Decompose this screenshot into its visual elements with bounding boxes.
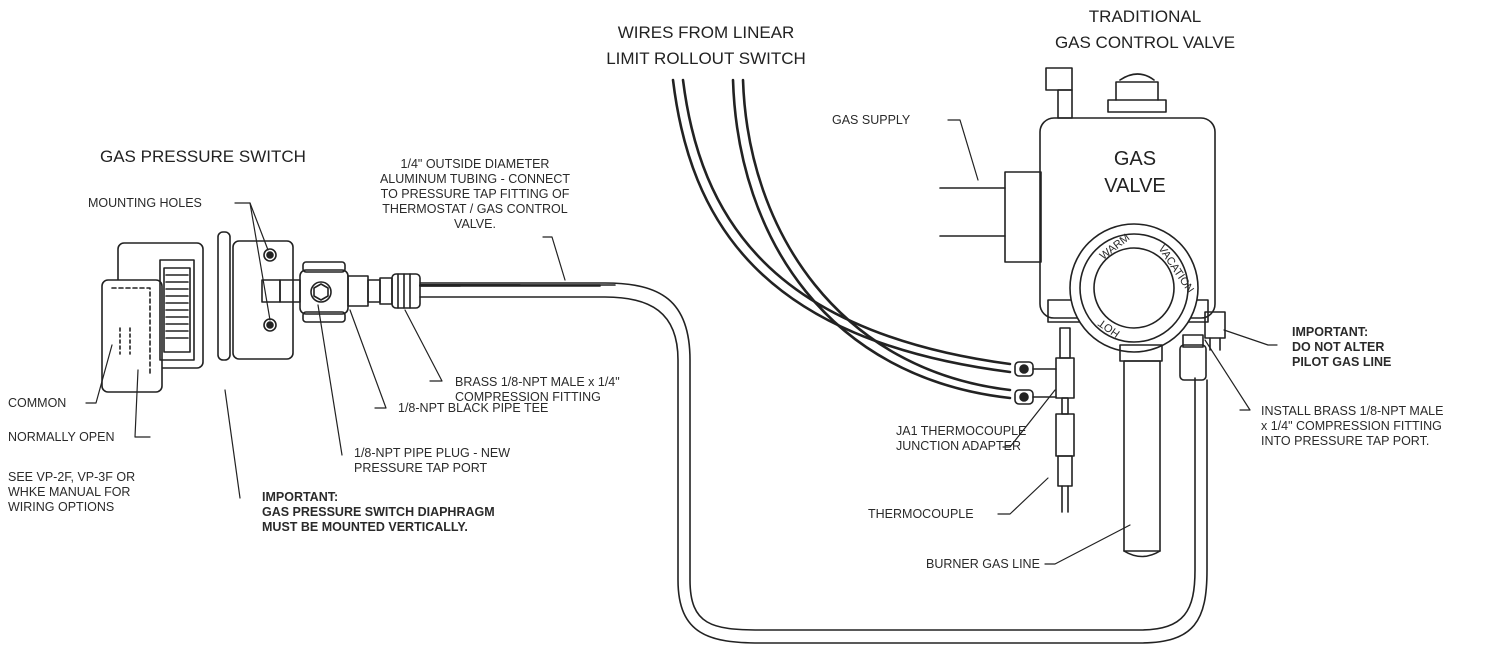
common-label: COMMON [8, 396, 67, 410]
aluminum-tubing [419, 284, 616, 287]
gas-valve-label-line1: GAS [1113, 148, 1157, 170]
pilot-line: PILOT GAS LINE [1292, 355, 1392, 369]
install-brass-label: INSTALL BRASS 1/8-NPT MALE x 1/4" COMPRE… [1261, 404, 1443, 449]
diaphragm-important-label: IMPORTANT: GAS PRESSURE SWITCH DIAPHRAGM… [262, 490, 495, 535]
normally-open-label: NORMALLY OPEN [8, 430, 115, 444]
tubing-label-line: THERMOSTAT / GAS CONTROL [382, 202, 568, 216]
leader-lines [85, 119, 1278, 565]
valve-title: TRADITIONAL GAS CONTROL VALVE [1010, 4, 1280, 56]
pipe-plug-line: 1/8-NPT PIPE PLUG - NEW [354, 446, 511, 460]
tubing-label-line: ALUMINUM TUBING - CONNECT [379, 172, 571, 186]
gas-valve-label-line2: VALVE [1104, 175, 1166, 197]
gas-supply-label: GAS SUPPLY [832, 113, 911, 127]
tubing-label-line: VALVE. [454, 217, 496, 231]
pilot-gas-important-label: IMPORTANT: DO NOT ALTER PILOT GAS LINE [1292, 325, 1391, 370]
gas-valve-body [939, 67, 1226, 558]
junction-adapter-line: JUNCTION ADAPTER [896, 439, 1022, 453]
wires-title: WIRES FROM LINEAR LIMIT ROLLOUT SWITCH [556, 20, 856, 72]
gas-valve-label: GAS VALVE [1085, 146, 1185, 200]
rollout-switch-wires [671, 78, 1012, 400]
pilot-line: DO NOT ALTER [1292, 340, 1385, 354]
wires-title-line1: WIRES FROM LINEAR [617, 23, 795, 42]
pipe-plug-line: PRESSURE TAP PORT [354, 461, 488, 475]
brass-fitting-label: BRASS 1/8-NPT MALE x 1/4" COMPRESSION FI… [455, 375, 620, 405]
wiring-options-line: WIRING OPTIONS [8, 500, 115, 514]
brass-fitting-line: BRASS 1/8-NPT MALE x 1/4" [455, 375, 620, 389]
tubing-label-line: TO PRESSURE TAP FITTING OF [380, 187, 570, 201]
install-brass-line: INSTALL BRASS 1/8-NPT MALE [1261, 404, 1444, 418]
valve-title-line2: GAS CONTROL VALVE [1054, 33, 1236, 52]
junction-adapter-label: JA1 THERMOCOUPLE JUNCTION ADAPTER [896, 424, 1027, 454]
valve-title-line1: TRADITIONAL [1088, 7, 1202, 26]
diaphragm-line: IMPORTANT: [262, 490, 339, 504]
pilot-line: IMPORTANT: [1292, 325, 1369, 339]
junction-adapter-line: JA1 THERMOCOUPLE [896, 424, 1027, 438]
wiring-options-line: WHKE MANUAL FOR [8, 485, 131, 499]
diaphragm-line: MUST BE MOUNTED VERTICALLY. [262, 520, 468, 534]
mounting-holes-label: MOUNTING HOLES [88, 196, 202, 210]
tubing-label-line: 1/4" OUTSIDE DIAMETER [400, 157, 550, 171]
install-brass-line: INTO PRESSURE TAP PORT. [1261, 434, 1430, 448]
diaphragm-line: GAS PRESSURE SWITCH DIAPHRAGM [262, 505, 495, 519]
wires-title-line2: LIMIT ROLLOUT SWITCH [606, 49, 806, 68]
wiring-options-label: SEE VP-2F, VP-3F OR WHKE MANUAL FOR WIRI… [8, 470, 135, 515]
install-brass-line: x 1/4" COMPRESSION FITTING [1261, 419, 1442, 433]
pipe-tee-label: 1/8-NPT BLACK PIPE TEE [398, 401, 549, 415]
gas-pressure-switch [101, 231, 294, 393]
thermocouple-label: THERMOCOUPLE [868, 507, 974, 521]
pipe-fittings [279, 261, 421, 323]
gas-pressure-switch-title: GAS PRESSURE SWITCH [100, 147, 306, 166]
brass-fitting-line: COMPRESSION FITTING [455, 390, 601, 404]
thermocouple-assembly [1032, 327, 1075, 513]
wiring-options-line: SEE VP-2F, VP-3F OR [8, 470, 136, 484]
tubing-label: 1/4" OUTSIDE DIAMETER ALUMINUM TUBING - … [360, 157, 590, 232]
pipe-plug-label: 1/8-NPT PIPE PLUG - NEW PRESSURE TAP POR… [354, 446, 510, 476]
burner-gas-line-label: BURNER GAS LINE [926, 557, 1040, 571]
